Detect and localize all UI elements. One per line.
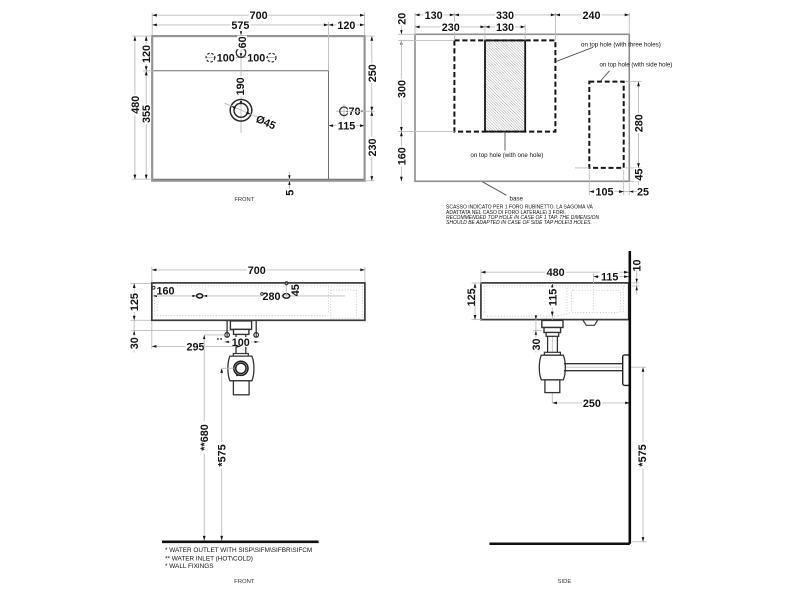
svg-text:100: 100 [232,337,250,349]
svg-text:** WATER INLET (HOT\COLD): ** WATER INLET (HOT\COLD) [165,555,253,562]
svg-text:30: 30 [129,337,141,349]
svg-text:FRONT: FRONT [234,579,255,585]
svg-text:25: 25 [637,187,649,199]
svg-text:700: 700 [248,265,266,277]
svg-text:*575: *575 [637,444,649,466]
svg-text:160: 160 [396,147,408,165]
svg-text:130: 130 [496,22,514,34]
svg-text:on top hole (with one hole): on top hole (with one hole) [470,152,543,159]
svg-text:10: 10 [632,259,644,271]
svg-text:70: 70 [348,106,360,118]
svg-text:60: 60 [237,36,249,48]
svg-text:240: 240 [582,10,600,22]
svg-text:20: 20 [396,13,408,25]
svg-text:115: 115 [338,121,355,133]
svg-text:5: 5 [284,190,296,196]
svg-text:on top hole (with three holes): on top hole (with three holes) [581,41,661,48]
svg-text:115: 115 [548,289,560,306]
svg-text:115: 115 [601,272,618,284]
svg-text:250: 250 [583,398,601,410]
svg-text:190: 190 [235,77,247,95]
svg-text:480: 480 [547,267,565,279]
svg-text:130: 130 [425,10,443,22]
svg-text:base: base [510,195,524,202]
svg-text:330: 330 [496,10,514,22]
svg-text:295: 295 [186,341,204,353]
svg-text:230: 230 [367,138,379,156]
svg-text:480: 480 [130,96,142,114]
svg-text:250: 250 [367,64,379,82]
svg-text:45: 45 [290,284,302,296]
svg-text:*575: *575 [216,444,228,466]
svg-text:280: 280 [633,114,645,132]
svg-text:125: 125 [466,288,478,306]
svg-text:on top hole (with side hole): on top hole (with side hole) [600,62,673,69]
svg-text:280: 280 [262,291,280,303]
svg-text:* WATER OUTLET WITH SISP\SIFM: * WATER OUTLET WITH SISP\SIFM\SIFBR\SIFC… [165,547,312,554]
svg-text:300: 300 [396,80,408,98]
svg-text:SIDE: SIDE [558,579,572,585]
svg-text:ADATTATA NEL CASO DI FORO LATE: ADATTATA NEL CASO DI FORO LATERALE\ 3 FO… [446,210,566,216]
svg-text:30: 30 [531,338,543,350]
svg-text:100: 100 [217,53,235,65]
svg-text:100: 100 [247,53,265,65]
svg-text:FRONT: FRONT [234,197,254,203]
svg-text:700: 700 [250,10,268,22]
svg-text:120: 120 [337,20,355,32]
svg-text:**680: **680 [199,424,211,450]
svg-text:105: 105 [595,187,613,199]
svg-text:575: 575 [231,20,249,32]
svg-text:120: 120 [141,45,153,63]
svg-text:SHOULD BE ADAPTED IN CASE OF S: SHOULD BE ADAPTED IN CASE OF SIDE TAP HO… [446,220,592,226]
svg-text:230: 230 [442,22,460,34]
svg-text:355: 355 [141,105,153,123]
svg-text:45: 45 [633,169,645,181]
svg-text:RECOMMENDED TOP HOLE IN CASE O: RECOMMENDED TOP HOLE IN CASE OF 1 TAP. T… [446,215,599,221]
svg-text:125: 125 [129,293,141,311]
svg-text:* WALL FIXINGS: * WALL FIXINGS [165,563,214,570]
svg-text:SCASSO INDICATO PER 1 FORO RUB: SCASSO INDICATO PER 1 FORO RUBINETTO. LA… [446,205,594,211]
svg-text:160: 160 [156,285,174,297]
